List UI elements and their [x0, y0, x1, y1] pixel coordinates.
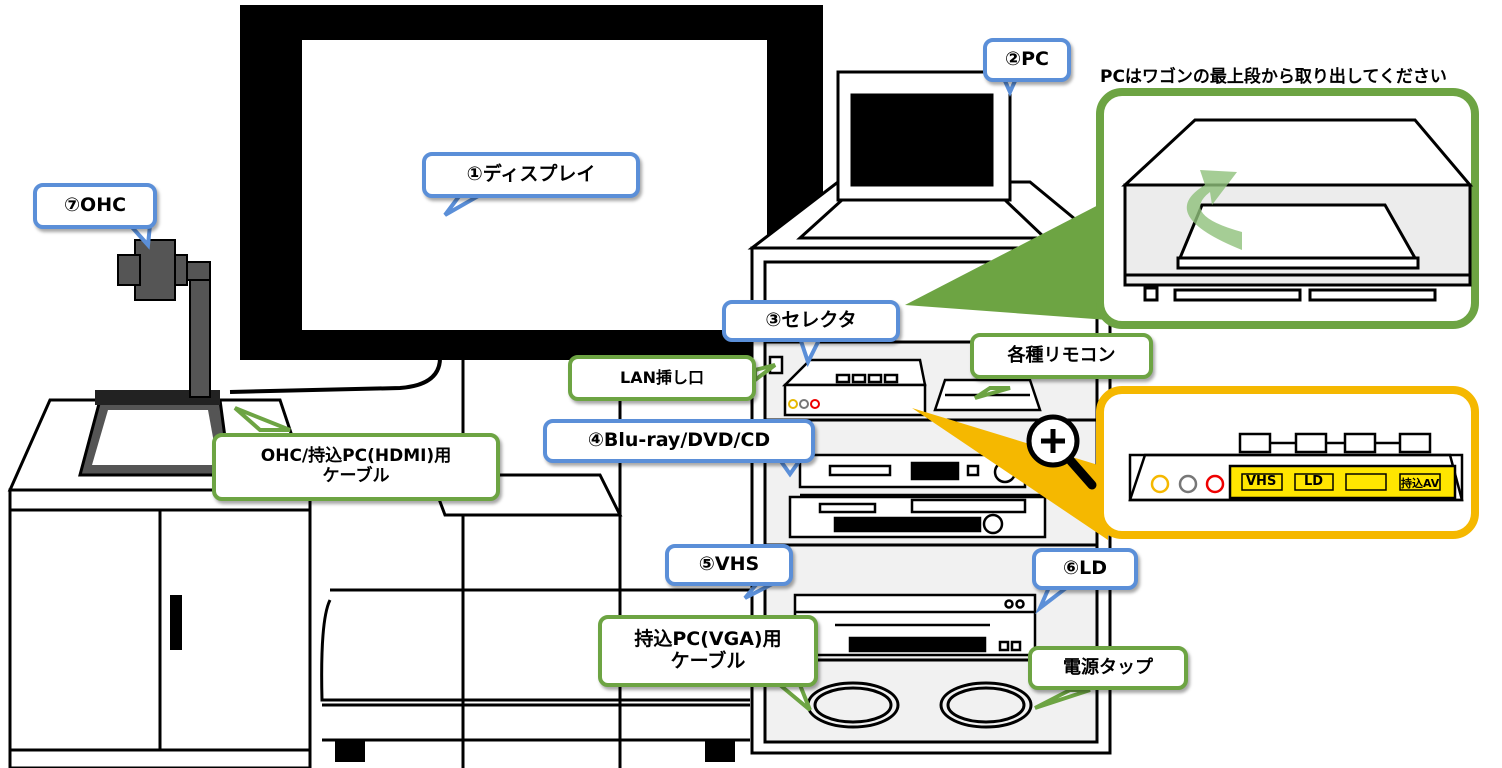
zoom-inset-pointer — [912, 408, 1108, 540]
pc-laptop — [796, 70, 1049, 240]
callout-ohc-cable: OHC/持込PC(HDMI)用 ケーブル — [212, 433, 500, 501]
callout-bluray: ④Blu-ray/DVD/CD — [543, 419, 815, 463]
display-cable — [229, 357, 442, 394]
ld-player — [793, 593, 1037, 657]
callout-ld: ⑥LD — [1032, 548, 1138, 590]
selector-jack-yellow — [788, 399, 798, 409]
selector-jack-red — [810, 399, 820, 409]
zoom-jack-red — [1205, 474, 1225, 494]
cabinet-handle — [170, 595, 182, 650]
callout-power-tap: 電源タップ — [1028, 646, 1188, 690]
callout-ohc: ⑦OHC — [33, 183, 157, 229]
zoom-label-ld: LD — [1304, 474, 1324, 489]
callout-remotes: 各種リモコン — [970, 333, 1153, 379]
stand-wheel-right — [705, 740, 735, 762]
pc-lift-arrow-icon — [1186, 170, 1242, 250]
magnifier-plus-icon — [1026, 414, 1097, 490]
zoom-button-vhs — [1241, 473, 1283, 491]
ohc-device — [78, 239, 232, 477]
zoom-button-mochikomi — [1399, 473, 1441, 491]
zoom-button-blank — [1345, 473, 1387, 491]
selector-box — [768, 355, 927, 417]
stand-wheel-left — [335, 740, 365, 762]
zoom-label-mochikomi: 持込AV — [1401, 477, 1440, 490]
bluray-player — [788, 453, 1047, 539]
callout-selector: ③セレクタ — [722, 300, 900, 342]
zoom-jack-white — [1178, 474, 1198, 494]
callout-pc: ②PC — [983, 38, 1071, 82]
callout-vhs: ⑤VHS — [665, 544, 793, 586]
selector-jack-white — [799, 399, 809, 409]
cable-coils — [806, 681, 1033, 729]
callout-lan-port: LAN挿し口 — [568, 355, 756, 401]
pc-inset-drawer — [1121, 118, 1474, 302]
pc-inset-pointer — [905, 200, 1108, 320]
zoom-jack-yellow — [1150, 474, 1170, 494]
zoom-button-ld — [1294, 473, 1334, 491]
pc-instruction-note: PCはワゴンの最上段から取り出してください — [1100, 67, 1447, 87]
zoom-label-vhs: VHS — [1246, 474, 1277, 489]
callout-display: ①ディスプレイ — [422, 152, 640, 198]
callout-vga-cable: 持込PC(VGA)用 ケーブル — [598, 615, 818, 687]
